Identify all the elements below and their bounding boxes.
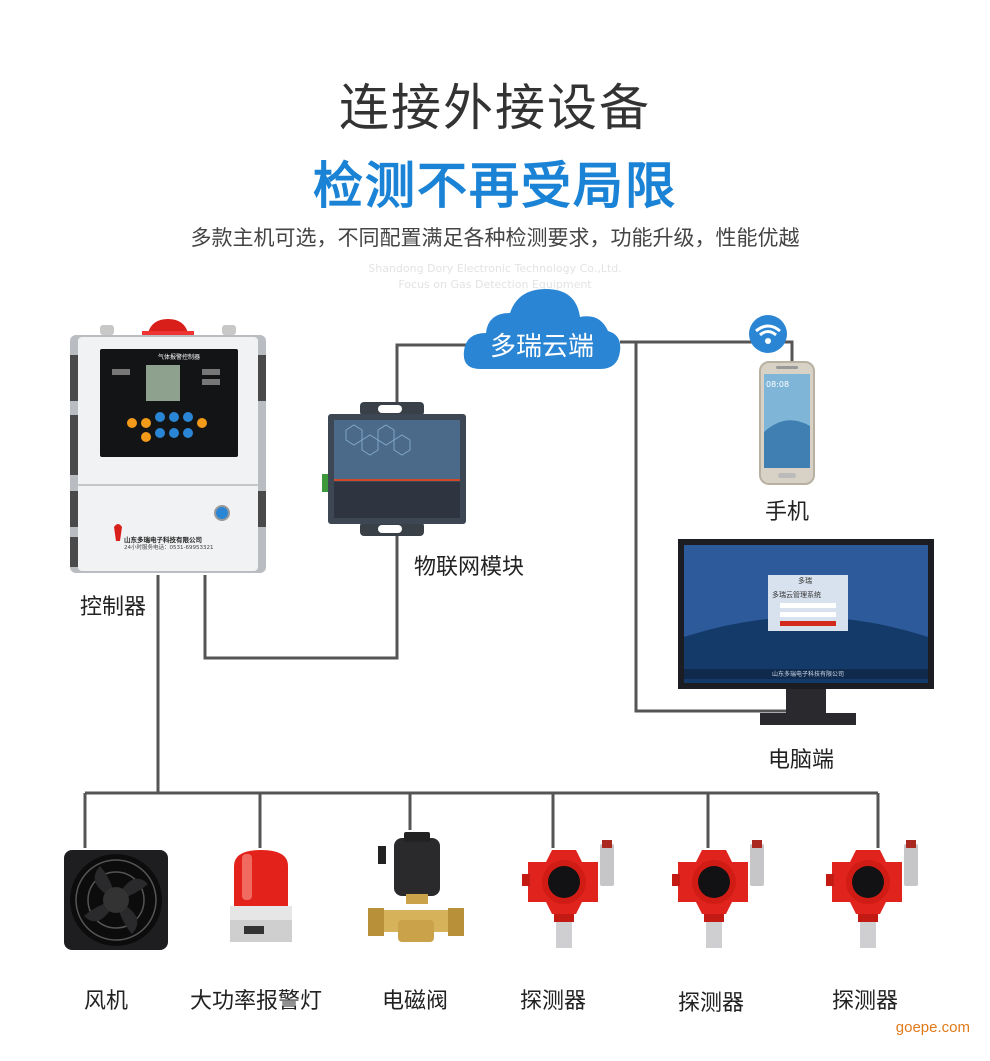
iot-module-label: 物联网模块 — [414, 555, 525, 580]
controller-label: 控制器 — [80, 595, 147, 620]
computer-monitor — [678, 539, 934, 725]
line-iot-to-cloud — [395, 343, 470, 405]
cloud-icon — [463, 289, 621, 369]
alarm-light-icon — [230, 850, 292, 942]
controller-device — [70, 319, 266, 573]
phone-label: 手机 — [765, 500, 810, 525]
watermark-line-1: Shandong Dory Electronic Technology Co.,… — [368, 262, 622, 275]
line-controller-to-iot — [203, 535, 399, 660]
device-label-fan: 风机 — [84, 989, 129, 1014]
detector-2-icon — [672, 840, 764, 948]
page-title: 连接外接设备 — [339, 79, 651, 137]
computer-brand: 多瑞 — [798, 577, 812, 585]
phone-clock: 08:08 — [766, 380, 790, 389]
cloud-label: 多瑞云端 — [489, 332, 594, 362]
page-headline: 检测不再受局限 — [313, 157, 677, 215]
iot-module-device — [322, 402, 466, 536]
device-label-detector-1: 探测器 — [520, 989, 587, 1014]
computer-label: 电脑端 — [768, 748, 835, 773]
wifi-icon — [749, 315, 787, 353]
computer-footer-text: 山东多瑞电子科技有限公司 — [772, 671, 845, 678]
device-label-detector-2: 探测器 — [678, 991, 745, 1016]
fan-icon — [64, 850, 168, 950]
line-cloud-to-computer — [620, 340, 790, 713]
controller-hotline: 24小时服务电话：0531-69953321 — [124, 545, 214, 551]
controller-company: 山东多瑞电子科技有限公司 — [124, 536, 202, 544]
device-label-detector-3: 探测器 — [832, 989, 899, 1014]
detector-1-icon — [522, 840, 614, 948]
detector-3-icon — [826, 840, 918, 948]
controller-panel-title: 气体报警控制器 — [158, 354, 201, 361]
phone-device — [759, 361, 815, 485]
computer-system-title: 多瑞云管理系统 — [772, 591, 821, 599]
device-label-alarm-light: 大功率报警灯 — [190, 989, 323, 1014]
watermark-line-2: Focus on Gas Detection Equipment — [398, 278, 592, 291]
page-subtitle: 多款主机可选，不同配置满足各种检测要求，功能升级，性能优越 — [190, 226, 800, 250]
line-cloud-to-phone — [620, 340, 794, 362]
device-label-valve: 电磁阀 — [382, 989, 449, 1014]
solenoid-valve-icon — [368, 832, 464, 942]
site-watermark: goepe.com — [895, 1019, 970, 1036]
